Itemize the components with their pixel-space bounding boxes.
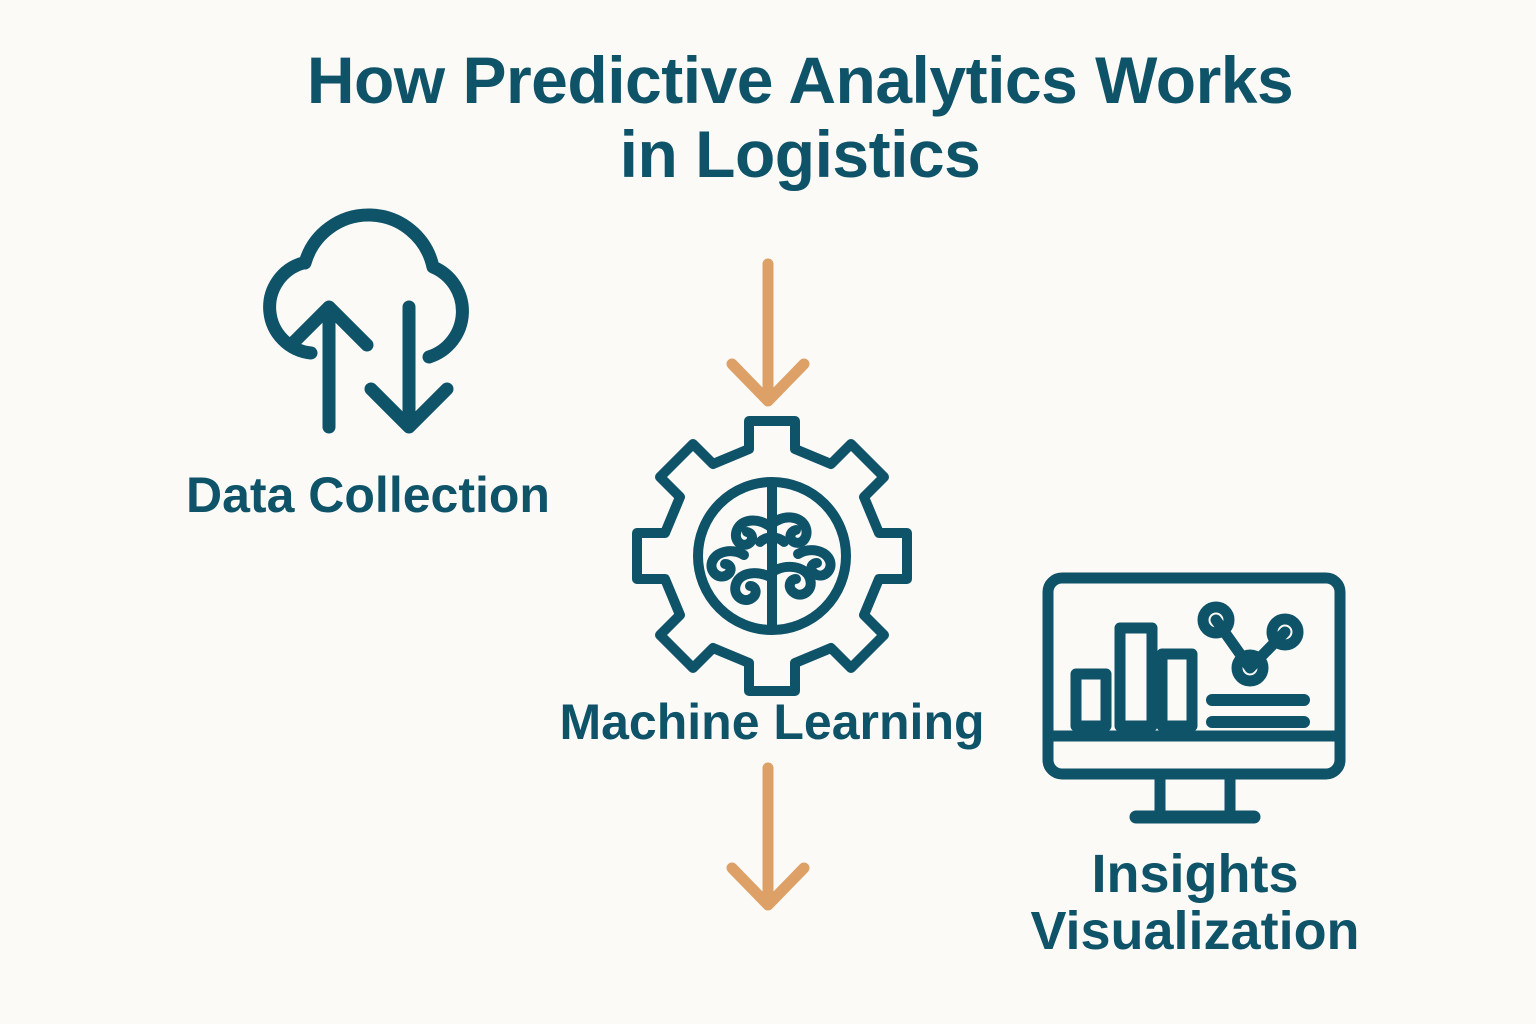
flow-node-machine-learning: Machine Learning xyxy=(526,416,1018,750)
flow-node-label-machine-learning: Machine Learning xyxy=(559,694,985,750)
monitor-analytics-icon xyxy=(985,570,1405,832)
page-title-line-1: How Predictive Analytics Works xyxy=(306,43,1294,117)
arrow-down-icon-2 xyxy=(714,762,822,914)
page-title-line-2: in Logistics xyxy=(619,116,981,191)
cloud-data-transfer-icon xyxy=(148,205,588,455)
gear-brain-icon xyxy=(526,416,1018,696)
flow-node-insights-visualization: Insights Visualization xyxy=(985,570,1405,959)
flow-node-label-insights-line-1: Insights xyxy=(1091,844,1299,904)
flow-node-data-collection: Data Collection xyxy=(148,205,588,522)
flow-node-label-insights-line-2: Visualization xyxy=(1030,900,1360,961)
page-title: How Predictive Analytics Works in Logist… xyxy=(180,43,1420,192)
arrow-down-icon-1 xyxy=(714,258,822,410)
flow-node-label-data-collection: Data Collection xyxy=(186,467,550,523)
flow-node-label-insights-visualization: Insights Visualization xyxy=(985,846,1405,959)
